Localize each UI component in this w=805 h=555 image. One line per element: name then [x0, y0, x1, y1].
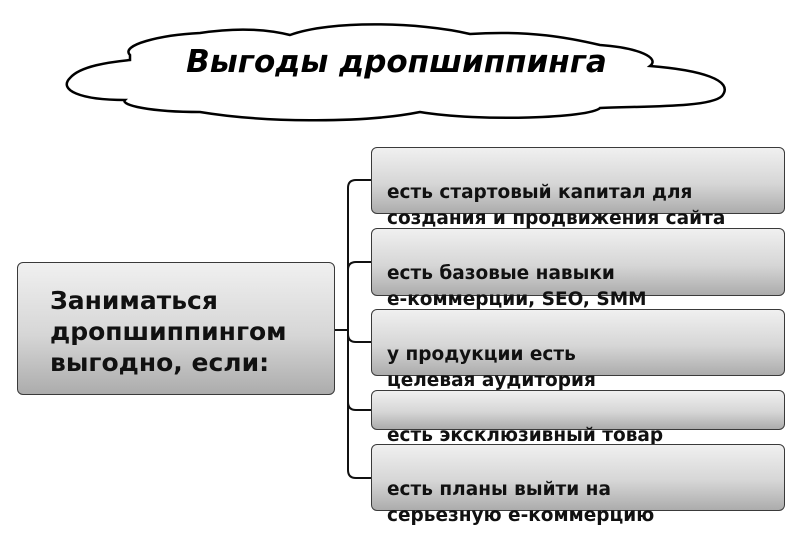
benefit-text: есть эксклюзивный товар: [387, 425, 664, 446]
benefit-text: есть базовые навыки е-коммерции, SEO, SM…: [387, 263, 647, 310]
benefit-text: у продукции есть целевая аудитория: [387, 344, 596, 391]
diagram-shapes: [65, 23, 726, 479]
benefit-item-2: есть базовые навыки е-коммерции, SEO, SM…: [371, 228, 785, 310]
title-cloud: [65, 23, 726, 122]
benefit-text: есть стартовый капитал для создания и пр…: [387, 182, 726, 229]
benefit-item-4: есть эксклюзивный товар: [371, 390, 785, 446]
diagram-title: Выгоды дропшиппинга: [186, 44, 607, 80]
main-condition-box: Заниматься дропшиппингом выгодно, если:: [17, 262, 335, 395]
benefit-item-1: есть стартовый капитал для создания и пр…: [371, 147, 785, 229]
benefit-item-3: у продукции есть целевая аудитория: [371, 309, 785, 391]
benefit-text: есть планы выйти на серьезную е-коммерци…: [387, 479, 655, 526]
benefit-item-5: есть планы выйти на серьезную е-коммерци…: [371, 444, 785, 526]
main-condition-text: Заниматься дропшиппингом выгодно, если:: [50, 286, 287, 377]
connector-lines: [335, 179, 371, 479]
